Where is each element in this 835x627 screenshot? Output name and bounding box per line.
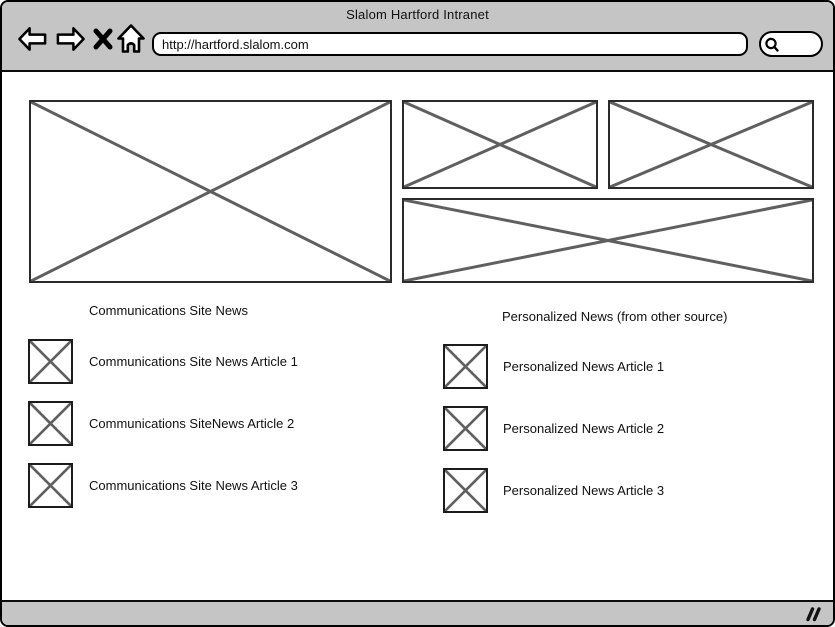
news-article-row[interactable]: Personalized News Article 2 [443, 406, 664, 451]
article-title: Communications Site News Article 3 [89, 478, 298, 493]
article-title: Communications SiteNews Article 2 [89, 416, 295, 431]
news-article-row[interactable]: Personalized News Article 1 [443, 344, 664, 389]
back-arrow-icon [17, 25, 48, 53]
status-bar [2, 600, 833, 625]
banner-image-placeholder [402, 198, 814, 283]
search-box[interactable] [759, 31, 823, 57]
x-close-icon [92, 27, 114, 51]
article-thumbnail-icon [443, 468, 488, 513]
promo-image-placeholder-1 [402, 100, 598, 189]
personalized-news-heading: Personalized News (from other source) [502, 309, 728, 324]
communications-news-heading: Communications Site News [89, 303, 248, 318]
home-icon [116, 23, 146, 54]
window-title: Slalom Hartford Intranet [346, 7, 489, 22]
article-thumbnail-icon [28, 339, 73, 384]
article-title: Personalized News Article 1 [503, 359, 665, 374]
article-thumbnail-icon [28, 463, 73, 508]
news-article-row[interactable]: Personalized News Article 3 [443, 468, 664, 513]
url-input[interactable] [152, 32, 748, 56]
news-article-row[interactable]: Communications SiteNews Article 2 [28, 401, 294, 446]
page-content: Communications Site News Personalized Ne… [2, 74, 833, 598]
home-button[interactable] [116, 23, 146, 54]
promo-image-placeholder-2 [608, 100, 814, 189]
forward-arrow-icon [55, 25, 86, 53]
article-thumbnail-icon [28, 401, 73, 446]
article-title: Communications Site News Article 1 [89, 354, 298, 369]
news-article-row[interactable]: Communications Site News Article 3 [28, 463, 298, 508]
back-button[interactable] [17, 25, 48, 53]
resize-grip-icon[interactable] [804, 606, 822, 625]
article-thumbnail-icon [443, 406, 488, 451]
news-article-row[interactable]: Communications Site News Article 1 [28, 339, 298, 384]
article-thumbnail-icon [443, 344, 488, 389]
forward-button[interactable] [55, 25, 86, 53]
browser-chrome: Slalom Hartford Intranet [2, 2, 833, 72]
article-title: Personalized News Article 3 [503, 483, 665, 498]
hero-image-placeholder [29, 100, 392, 283]
stop-button[interactable] [92, 27, 114, 51]
article-title: Personalized News Article 2 [503, 421, 665, 436]
